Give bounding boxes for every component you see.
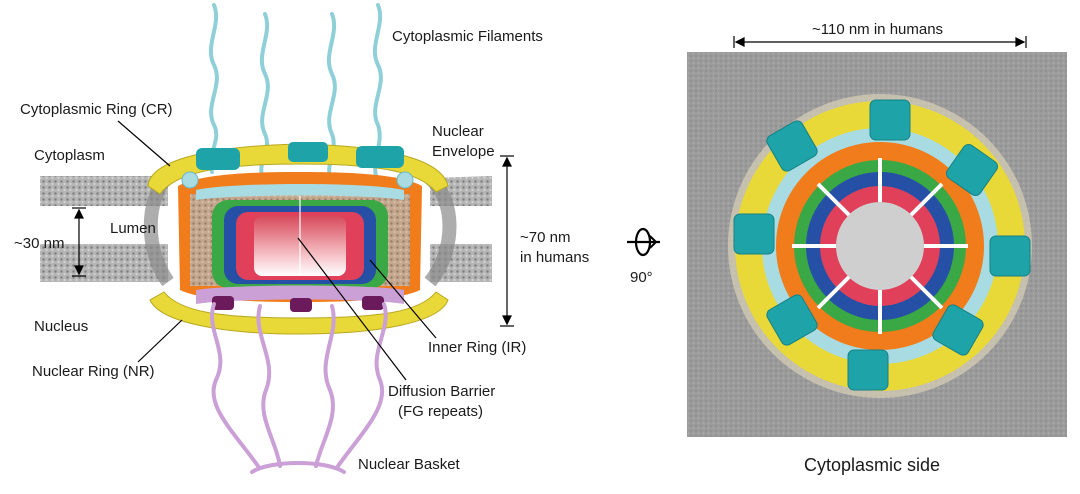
teal-subunit-ne: [946, 144, 998, 196]
leader-diffusion-barrier: [297, 237, 407, 381]
basket-filament-1: [210, 302, 260, 468]
label-nuclear-envelope-line1: Nuclear: [432, 123, 484, 140]
dimension-30nm: [72, 207, 86, 277]
basket-dark-1: [212, 296, 234, 310]
spokes: [792, 158, 968, 334]
label-rotation-angle: 90°: [630, 269, 653, 286]
teal-subunit-w: [733, 213, 775, 255]
basket-filament-3: [314, 304, 336, 468]
leader-inner-ring: [369, 259, 437, 339]
label-lumen: Lumen: [110, 220, 156, 237]
basket-filament-2: [256, 304, 282, 468]
teal-subunit-center: [288, 142, 328, 162]
label-cytoplasmic-filaments: Cytoplasmic Filaments: [392, 28, 543, 45]
label-diffusion-barrier-line2: (FG repeats): [398, 403, 483, 420]
nuclear-envelope-upper-left: [40, 176, 168, 206]
label-nuclear-ring: Nuclear Ring (NR): [32, 363, 155, 380]
label-70nm-line2: in humans: [520, 249, 589, 266]
label-110nm: ~110 nm in humans: [812, 21, 943, 38]
light-blue-layer: [196, 184, 404, 200]
nuclear-basket-filaments: [210, 302, 388, 474]
label-nuclear-envelope-line2: Envelope: [432, 143, 495, 160]
central-channel: [836, 202, 924, 290]
teal-subunit-n: [869, 99, 911, 141]
teal-subunit-e: [989, 235, 1031, 277]
teal-subunit-left: [196, 148, 240, 170]
leader-nuclear-ring: [137, 319, 183, 363]
basket-dark-3: [362, 296, 384, 310]
teal-subunits: [733, 99, 1031, 391]
teal-subunit-right: [356, 146, 404, 168]
label-nuclear-basket: Nuclear Basket: [358, 456, 461, 473]
nuclear-envelope-lower-left: [40, 244, 168, 282]
label-cytoplasmic-ring: Cytoplasmic Ring (CR): [20, 101, 173, 118]
label-cytoplasmic-side: Cytoplasmic side: [804, 455, 940, 475]
basket-dark-2: [290, 298, 312, 312]
dimension-70nm: [500, 155, 514, 327]
filament-base-knob-1: [181, 171, 199, 189]
label-diffusion-barrier-line1: Diffusion Barrier: [388, 383, 495, 400]
label-70nm-line1: ~70 nm: [520, 229, 570, 246]
teal-subunit-sw: [766, 294, 818, 346]
npc-top-view: [728, 94, 1032, 398]
label-nucleus: Nucleus: [34, 318, 88, 335]
teal-subunit-nw: [766, 120, 818, 172]
label-inner-ring: Inner Ring (IR): [428, 339, 526, 356]
label-30nm: ~30 nm: [14, 235, 64, 252]
basket-distal-ring: [250, 461, 346, 474]
npc-cross-section: [40, 3, 492, 474]
dimension-110nm: [733, 36, 1027, 48]
nuclear-ring-shape: [149, 291, 449, 335]
filament-base-knob-2: [396, 171, 414, 189]
basket-ring-top: [196, 285, 404, 304]
filament-1: [208, 3, 219, 174]
leader-cytoplasmic-ring: [117, 120, 171, 167]
teal-subunit-se: [932, 304, 984, 356]
teal-subunit-s: [847, 349, 889, 391]
rotation-icon: [627, 227, 660, 257]
label-cytoplasm: Cytoplasm: [34, 147, 105, 164]
basket-filament-4: [336, 302, 388, 468]
